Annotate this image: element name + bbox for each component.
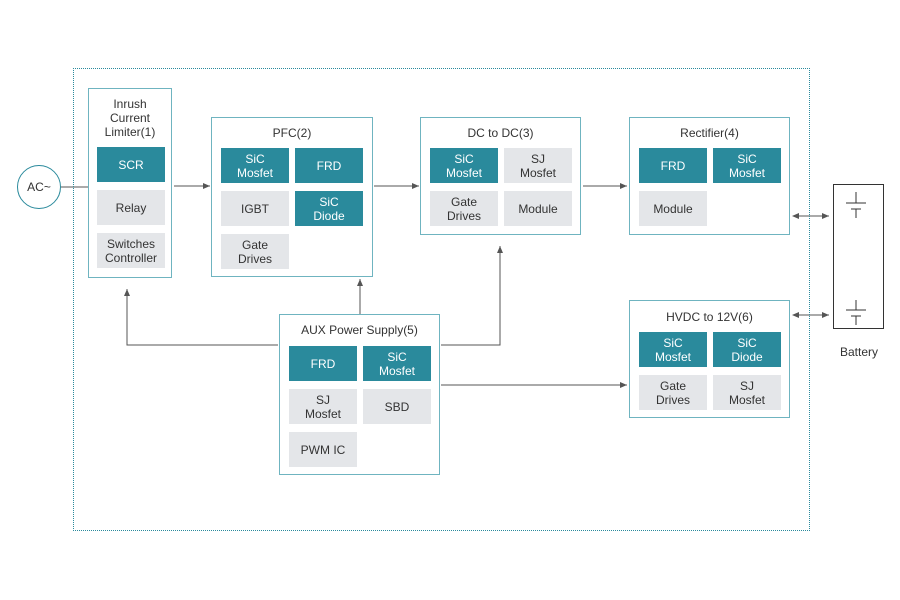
- system-boundary: [73, 68, 810, 531]
- component-cell: SiC Diode: [713, 332, 781, 367]
- component-cell: FRD: [639, 148, 707, 183]
- block-title: HVDC to 12V(6): [666, 310, 753, 324]
- ac-source-label: AC~: [27, 180, 51, 194]
- component-cell: FRD: [295, 148, 363, 183]
- component-cell: Gate Drives: [639, 375, 707, 410]
- component-cell: SiC Diode: [295, 191, 363, 226]
- component-cell: IGBT: [221, 191, 289, 226]
- block-inrush-current-limiter: Inrush Current Limiter(1) SCR Relay Swit…: [88, 88, 172, 278]
- component-cell: SBD: [363, 389, 431, 424]
- block-title: AUX Power Supply(5): [301, 323, 418, 337]
- component-cell: SiC Mosfet: [363, 346, 431, 381]
- block-title: PFC(2): [272, 126, 312, 140]
- component-cell: Gate Drives: [430, 191, 498, 226]
- component-cell: SJ Mosfet: [289, 389, 357, 424]
- block-rectifier: Rectifier(4) FRD SiC Mosfet Module: [629, 117, 790, 235]
- component-cell: SJ Mosfet: [713, 375, 781, 410]
- component-cell: SiC Mosfet: [639, 332, 707, 367]
- block-title: Inrush Current Limiter(1): [104, 97, 156, 139]
- component-cell: SiC Mosfet: [713, 148, 781, 183]
- block-hvdc-to-12v: HVDC to 12V(6) SiC Mosfet SiC Diode Gate…: [629, 300, 790, 418]
- component-cell: SJ Mosfet: [504, 148, 572, 183]
- component-cell: Gate Drives: [221, 234, 289, 269]
- block-aux-power-supply: AUX Power Supply(5) FRD SiC Mosfet SJ Mo…: [279, 314, 440, 475]
- component-cell: Relay: [97, 190, 165, 225]
- component-cell: SCR: [97, 147, 165, 182]
- component-cell: Switches Controller: [97, 233, 165, 268]
- arrow-aux-to-inrush: [124, 289, 278, 346]
- block-dc-to-dc: DC to DC(3) SiC Mosfet SJ Mosfet Gate Dr…: [420, 117, 581, 235]
- battery-cell-icon: [846, 192, 866, 325]
- component-cell: Module: [639, 191, 707, 226]
- component-cell: Module: [504, 191, 572, 226]
- component-cell: PWM IC: [289, 432, 357, 467]
- block-title: DC to DC(3): [467, 126, 534, 140]
- block-pfc: PFC(2) SiC Mosfet FRD IGBT SiC Diode Gat…: [211, 117, 373, 277]
- battery-pack: [833, 184, 884, 329]
- component-cell: FRD: [289, 346, 357, 381]
- ac-source: AC~: [17, 165, 61, 209]
- arrow-aux-to-dcdc: [441, 246, 503, 346]
- block-title: Rectifier(4): [680, 126, 739, 140]
- component-cell: SiC Mosfet: [430, 148, 498, 183]
- battery-label: Battery: [839, 345, 878, 359]
- component-cell: SiC Mosfet: [221, 148, 289, 183]
